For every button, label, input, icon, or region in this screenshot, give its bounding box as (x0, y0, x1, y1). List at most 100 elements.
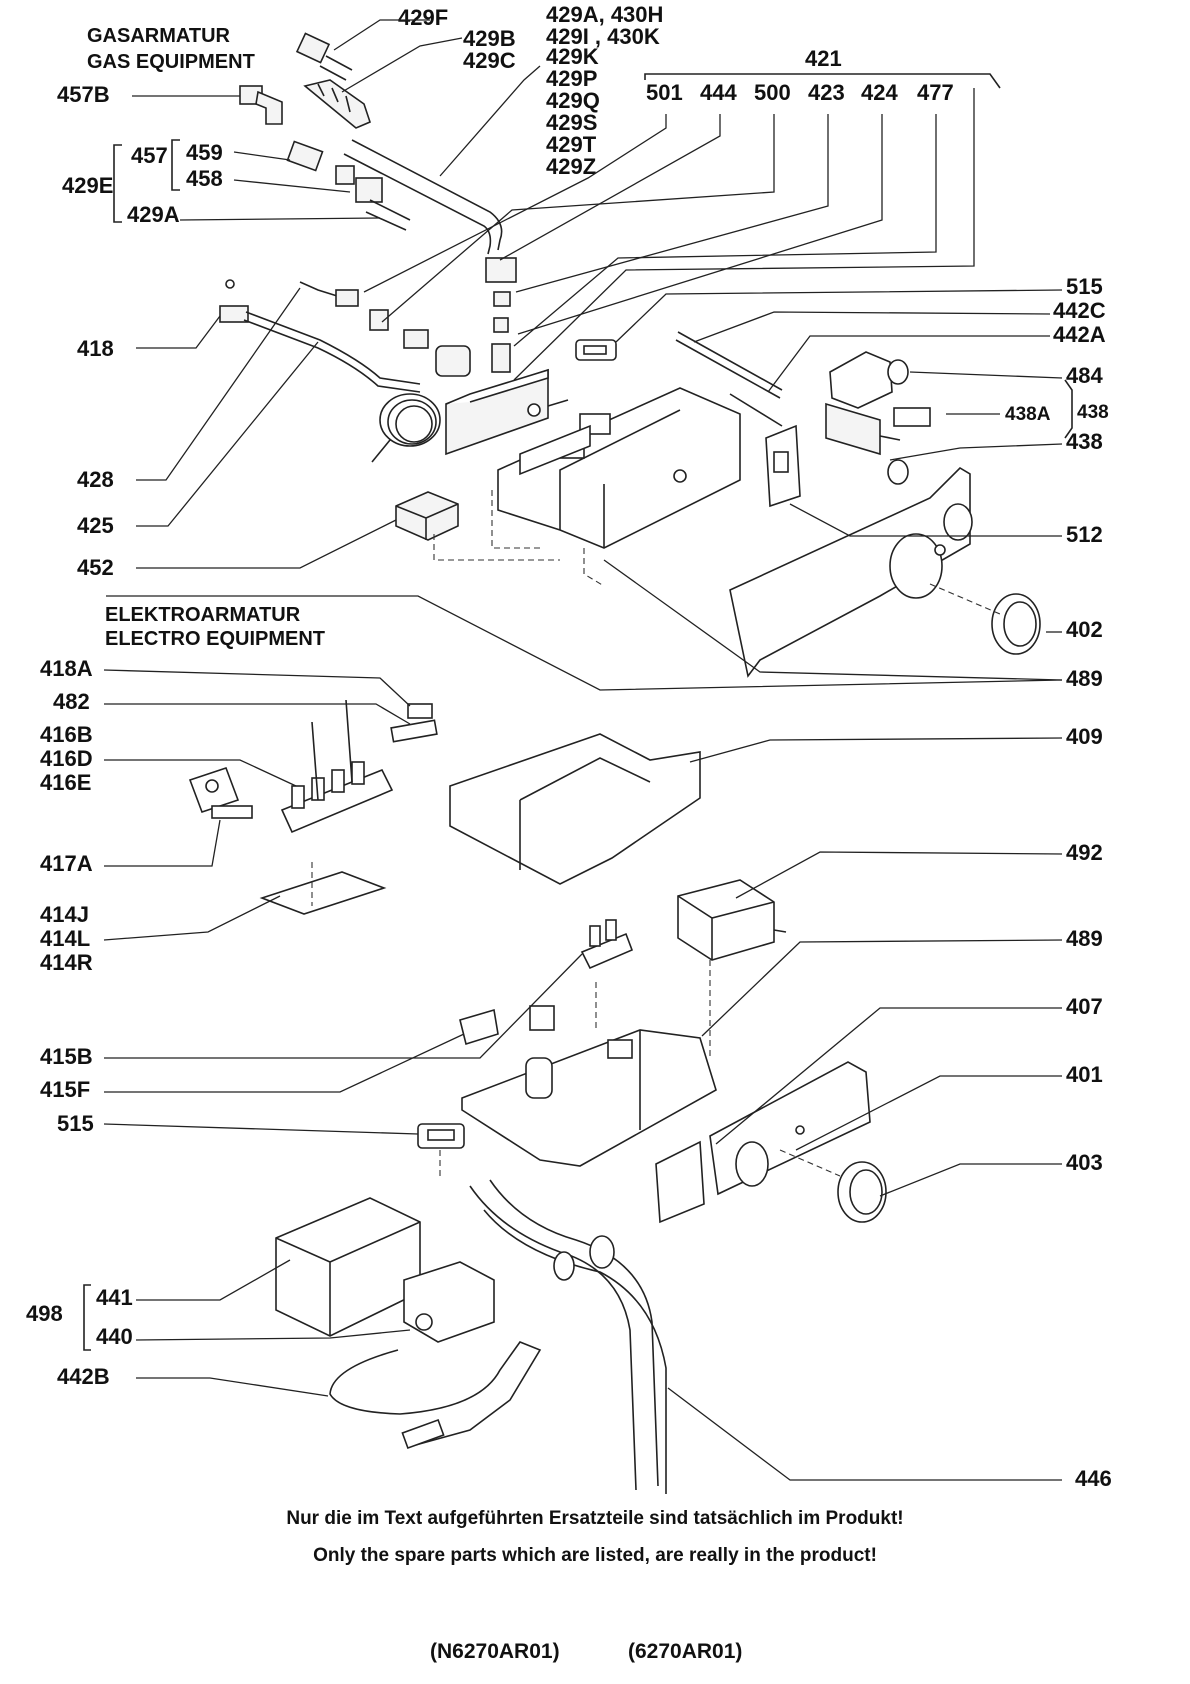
ignition-unit-452 (395, 491, 459, 541)
label-403: 403 (1066, 1150, 1103, 1175)
bracket-438 (1064, 379, 1073, 439)
label-429P: 429P (546, 66, 597, 91)
label-424: 424 (861, 80, 898, 105)
label-438: 438 (1066, 429, 1103, 454)
bracket-498 (83, 1284, 91, 1351)
document-code-primary: (N6270AR01) (430, 1640, 560, 1663)
pilot-line (299, 281, 471, 377)
connector-nut (295, 32, 353, 81)
label-498: 498 (26, 1301, 63, 1326)
label-418: 418 (77, 336, 114, 361)
label-429E: 429E (62, 173, 113, 198)
front-panel-upper (729, 466, 973, 678)
label-512: 512 (1066, 522, 1103, 547)
elbow-fitting (239, 85, 283, 125)
igniter-440 (403, 1261, 495, 1343)
label-429Q: 429Q (546, 88, 600, 113)
label-477: 477 (917, 80, 954, 105)
label-515-upper: 515 (1066, 274, 1103, 299)
label-501: 501 (646, 80, 683, 105)
leader-lines (103, 19, 1063, 1481)
label-442A: 442A (1053, 322, 1106, 347)
label-429Z: 429Z (546, 154, 596, 179)
label-429A-430H: 429A, 430H (546, 2, 663, 27)
label-438-bracket: 438 (1077, 402, 1109, 423)
housing-441 (275, 1197, 421, 1337)
label-484: 484 (1066, 363, 1103, 388)
document-code-secondary: (6270AR01) (628, 1640, 743, 1663)
label-409: 409 (1066, 724, 1103, 749)
label-489-lower: 489 (1066, 926, 1103, 951)
label-416E: 416E (40, 770, 91, 795)
terminal-415 (459, 919, 634, 1046)
box-492 (677, 879, 787, 961)
label-442B: 442B (57, 1364, 110, 1389)
thermocouple-442B (329, 1341, 542, 1450)
label-418A: 418A (40, 656, 93, 681)
label-438A: 438A (1005, 404, 1051, 425)
label-414L: 414L (40, 926, 90, 951)
label-416B: 416B (40, 722, 93, 747)
label-515-lower: 515 (57, 1111, 94, 1136)
bracket-512 (765, 424, 801, 508)
label-440: 440 (96, 1324, 133, 1349)
clip-482 (390, 703, 438, 743)
heading-electro-en: ELECTRO EQUIPMENT (105, 628, 325, 650)
label-402: 402 (1066, 617, 1103, 642)
label-429A: 429A (127, 202, 180, 227)
nut-stack (485, 257, 517, 373)
clip-515-lower (417, 1123, 465, 1149)
bracket-421 (644, 73, 1001, 89)
label-452: 452 (77, 555, 114, 580)
label-429K: 429K (546, 44, 599, 69)
label-446: 446 (1075, 1466, 1112, 1491)
clip-515-upper (575, 339, 617, 361)
sensor-484 (829, 351, 931, 427)
chassis-frame (497, 387, 741, 549)
knob-403 (837, 1161, 887, 1223)
terminal-strip-416 (280, 699, 394, 834)
label-428: 428 (77, 467, 114, 492)
bracket-457 (171, 139, 180, 191)
label-429B: 429B (463, 26, 516, 51)
panel-401 (709, 1061, 871, 1196)
label-407: 407 (1066, 994, 1103, 1019)
label-489-upper: 489 (1066, 666, 1103, 691)
label-429T: 429T (546, 132, 597, 157)
label-423: 423 (808, 80, 845, 105)
label-441: 441 (96, 1285, 133, 1310)
label-442C: 442C (1053, 298, 1106, 323)
disclaimer-de: Nur die im Text aufgeführten Ersatzteile… (286, 1508, 904, 1529)
gas-tube-429A (343, 139, 503, 255)
label-429I-430K: 429I , 430K (546, 24, 660, 49)
label-444: 444 (700, 80, 737, 105)
fitting-459 (286, 140, 383, 203)
label-457: 457 (131, 143, 168, 168)
heading-electro-de: ELEKTROARMATUR (105, 604, 301, 626)
disclaimer-en: Only the spare parts which are listed, a… (313, 1545, 877, 1566)
heading-gas-de: GASARMATUR (87, 25, 231, 47)
bracket-429E (113, 144, 122, 223)
clamp-417A (188, 766, 253, 819)
label-458: 458 (186, 166, 223, 191)
label-421: 421 (805, 46, 842, 71)
base-plate-489 (461, 1029, 717, 1167)
label-416D: 416D (40, 746, 93, 771)
bracket-407 (655, 1140, 705, 1224)
label-459: 459 (186, 140, 223, 165)
label-417A: 417A (40, 851, 93, 876)
burner-housing (445, 368, 569, 456)
label-429C: 429C (463, 48, 516, 73)
spark-igniter (825, 402, 909, 485)
cone-fitting (303, 79, 371, 129)
assembly-lines (311, 490, 1001, 1178)
cover-409 (449, 733, 701, 885)
label-401: 401 (1066, 1062, 1103, 1087)
label-500: 500 (754, 80, 791, 105)
label-425: 425 (77, 513, 114, 538)
gas-pipes-446 (469, 1179, 667, 1494)
label-415F: 415F (40, 1077, 90, 1102)
mounting-bracket-418 (219, 279, 421, 393)
label-492: 492 (1066, 840, 1103, 865)
